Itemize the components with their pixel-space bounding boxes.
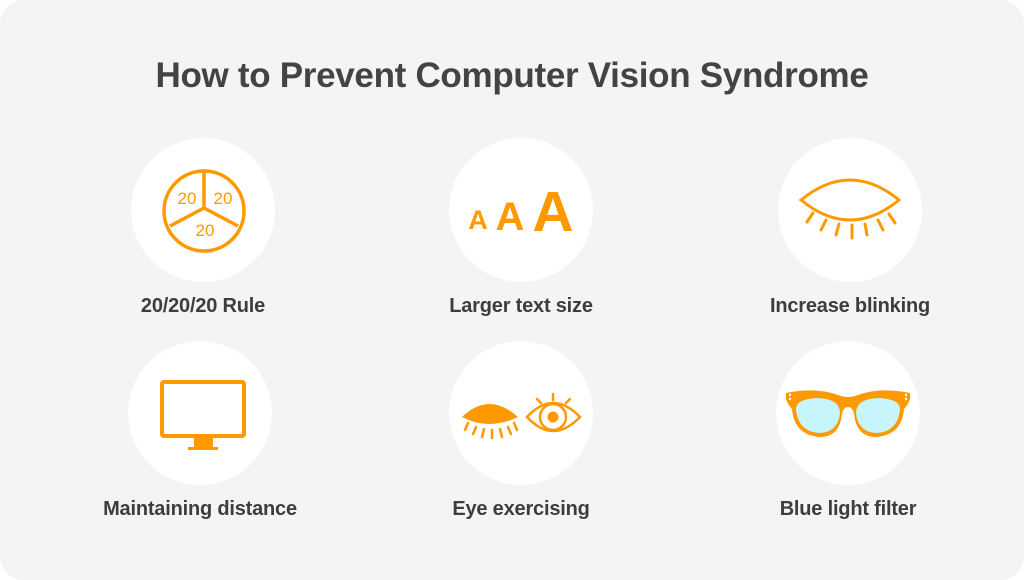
- text-size-icon: A A A: [468, 180, 573, 244]
- svg-text:A: A: [532, 180, 573, 244]
- icon-text: 20: [214, 189, 233, 208]
- eye-exercise-icon: [462, 392, 582, 440]
- circle-text-size: A A A: [449, 138, 593, 282]
- icon-text: 20: [178, 189, 197, 208]
- label-increase-blinking: Increase blinking: [770, 295, 930, 317]
- svg-text:A: A: [496, 195, 525, 239]
- page-title: How to Prevent Computer Vision Syndrome: [155, 56, 869, 95]
- label-maintaining-distance: Maintaining distance: [103, 498, 297, 520]
- circle-eye-exercise: [449, 341, 593, 485]
- closed-eye-icon: [798, 178, 902, 240]
- svg-text:A: A: [468, 205, 488, 235]
- label-blue-light-filter: Blue light filter: [779, 498, 917, 520]
- twenty-twenty-twenty-icon: 20 20 20: [162, 169, 246, 253]
- label-eye-exercising: Eye exercising: [452, 498, 590, 520]
- open-eye-icon: [525, 392, 582, 433]
- circle-blue-light: [776, 341, 920, 485]
- monitor-icon: [160, 380, 246, 450]
- glasses-icon: [786, 390, 910, 437]
- icon-text: 20: [196, 221, 215, 240]
- circle-blinking: [778, 138, 922, 282]
- circle-20-20-20: 20 20 20: [131, 138, 275, 282]
- label-larger-text-size: Larger text size: [449, 295, 593, 317]
- circle-distance: [128, 341, 272, 485]
- closed-eye-filled-icon: [462, 404, 519, 440]
- label-20-20-20-rule: 20/20/20 Rule: [140, 295, 266, 317]
